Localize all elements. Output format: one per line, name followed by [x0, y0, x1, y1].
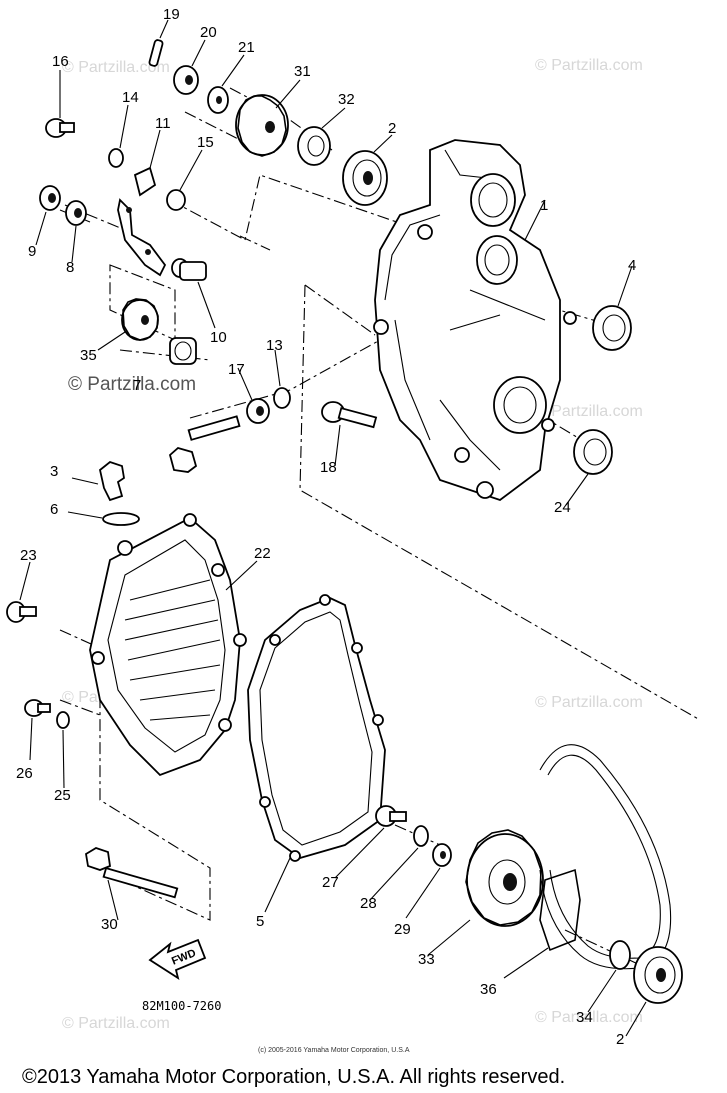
callout-5: 5 — [256, 913, 264, 930]
callout-31: 31 — [294, 63, 311, 80]
callout-36: 36 — [480, 981, 497, 998]
callout-6: 6 — [50, 501, 58, 518]
callout-9: 9 — [28, 243, 36, 260]
lower-parts: FWD — [6, 460, 683, 1004]
callout-34: 34 — [576, 1009, 593, 1026]
watermark-top-left: © Partzilla.com — [62, 59, 170, 76]
callout-19: 19 — [163, 6, 180, 23]
callout-1: 1 — [540, 197, 548, 214]
callout-24: 24 — [554, 499, 571, 516]
leader-lines — [19, 19, 647, 1037]
callout-32: 32 — [338, 91, 355, 108]
callout-27: 27 — [322, 874, 339, 891]
callout-3: 3 — [50, 463, 58, 480]
watermark-mid-right: © Partzilla.com — [535, 403, 643, 420]
watermark-lower-right: © Partzilla.com — [535, 694, 643, 711]
diagram-code: 82M100-7260 — [142, 999, 221, 1013]
callout-28: 28 — [360, 895, 377, 912]
small-copyright: (c) 2005-2016 Yamaha Motor Corporation, … — [258, 1047, 410, 1054]
callout-10: 10 — [210, 329, 227, 346]
callout-7: 7 — [133, 377, 141, 394]
callout-4: 4 — [628, 257, 636, 274]
callout-15: 15 — [197, 134, 214, 151]
callout-29: 29 — [394, 921, 411, 938]
top-parts — [39, 39, 632, 475]
callout-16: 16 — [52, 53, 69, 70]
callout-26: 26 — [16, 765, 33, 782]
callout-14: 14 — [122, 89, 139, 106]
callout-23: 23 — [20, 547, 37, 564]
callout-8: 8 — [66, 259, 74, 276]
callout-21: 21 — [238, 39, 255, 56]
callout-33: 33 — [418, 951, 435, 968]
callout-25: 25 — [54, 787, 71, 804]
callout-20: 20 — [200, 24, 217, 41]
callout-17: 17 — [228, 361, 245, 378]
callout-11: 11 — [155, 115, 171, 132]
callout-35: 35 — [80, 347, 97, 364]
watermark-bottom-right: © Partzilla.com — [535, 1009, 643, 1026]
watermark-mid-left: © Partzilla.com — [68, 374, 196, 395]
callout-30: 30 — [101, 916, 118, 933]
callout-2-bottom: 2 — [616, 1031, 624, 1048]
footer-copyright: ©2013 Yamaha Motor Corporation, U.S.A. A… — [22, 1066, 565, 1088]
callout-13: 13 — [266, 337, 283, 354]
callout-numbers: 19 20 21 31 32 2 16 14 11 15 9 8 10 35 1… — [16, 6, 636, 1048]
watermark-top-right: © Partzilla.com — [535, 57, 643, 74]
case-cover — [373, 139, 577, 502]
watermarks: © Partzilla.com © Partzilla.com © Partzi… — [62, 57, 643, 1032]
watermark-bottom-left: © Partzilla.com — [62, 1015, 170, 1032]
callout-2-top: 2 — [388, 120, 396, 137]
callout-22: 22 — [254, 545, 271, 562]
callout-18: 18 — [320, 459, 337, 476]
